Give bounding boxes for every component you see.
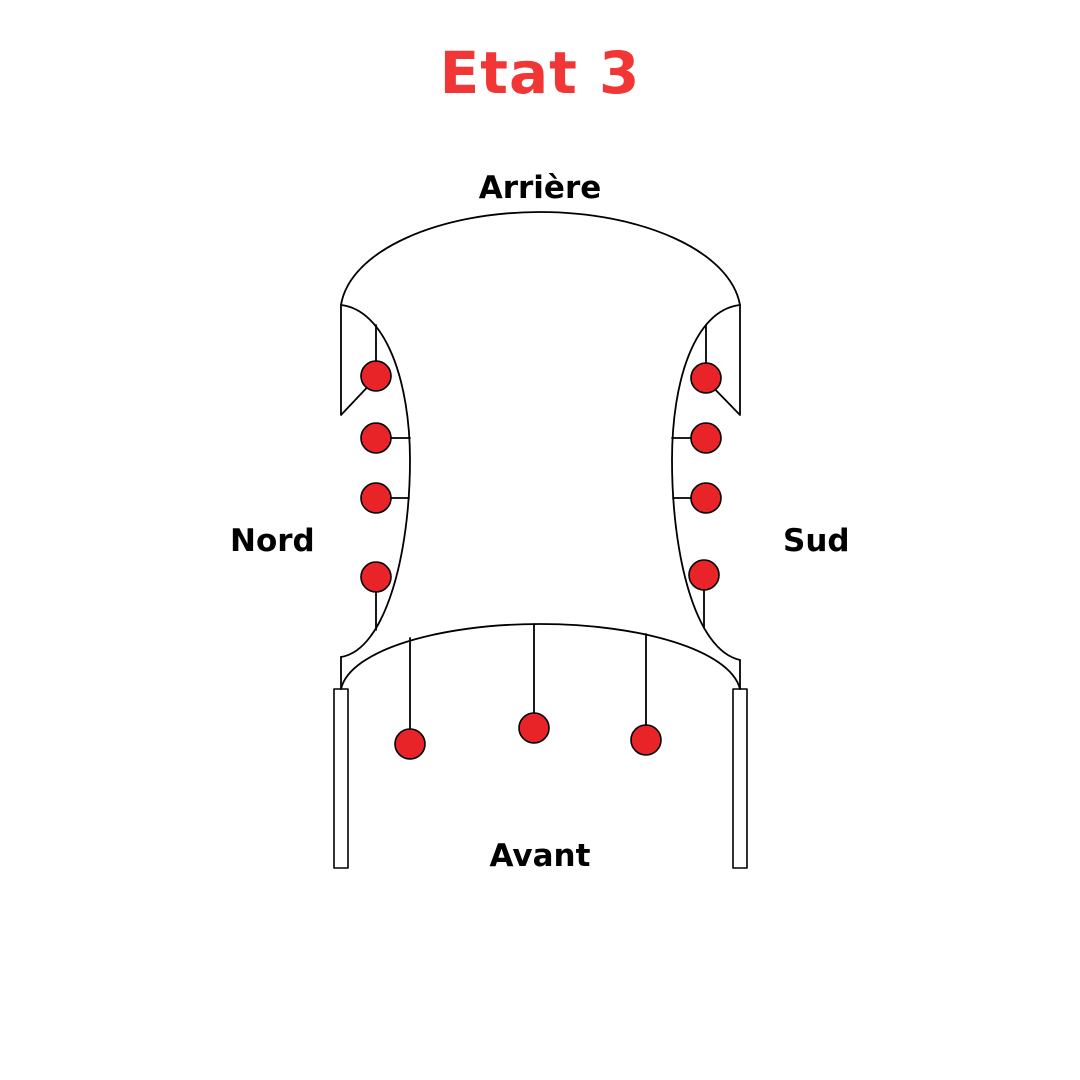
label-north: Nord [230,523,315,559]
back-arch [340,211,741,306]
front-marker [394,728,426,760]
front-marker [630,724,662,756]
south-marker [688,559,720,591]
north-bracket [340,304,377,416]
north-marker [360,360,392,392]
south-post [732,688,748,869]
front-marker [518,712,550,744]
south-side-curve [671,304,741,661]
north-marker [360,482,392,514]
south-marker [690,482,722,514]
south-bracket [705,304,741,416]
diagram-title: Etat 3 [439,39,641,107]
label-south: Sud [783,523,850,559]
north-marker [360,561,392,593]
south-marker [690,362,722,394]
label-back: Arrière [478,170,602,206]
south-marker [690,422,722,454]
label-front: Avant [489,838,591,874]
north-post [333,688,349,869]
north-marker [360,422,392,454]
front-arch [340,623,741,690]
